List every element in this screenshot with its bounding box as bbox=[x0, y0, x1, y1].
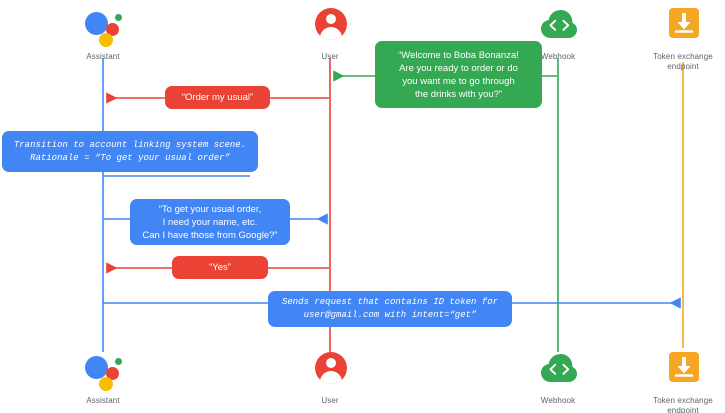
message-text-need-name-prompt: “To get your usual order,I need your nam… bbox=[142, 203, 278, 241]
message-text-token-request: Sends request that contains ID token for… bbox=[281, 297, 499, 320]
assistant-dot-yellow bbox=[99, 377, 113, 391]
message-text-order-my-usual: “Order my usual” bbox=[181, 92, 254, 103]
actor-label-webhook: Webhook bbox=[540, 396, 576, 405]
actor-label-token-endpoint: Token exchange endpoint bbox=[623, 52, 725, 72]
actor-label-user: User bbox=[321, 396, 339, 405]
message-text-welcome: “Welcome to Boba Bonanza!Are you ready t… bbox=[398, 49, 519, 100]
actor-label-assistant: Assistant bbox=[86, 52, 120, 61]
assistant-dot-red bbox=[106, 367, 119, 380]
actor-user-top[interactable]: User bbox=[270, 6, 390, 62]
assistant-dot-green bbox=[115, 358, 122, 365]
user-avatar-icon bbox=[308, 350, 352, 394]
actor-assistant-bottom[interactable]: Assistant bbox=[43, 350, 163, 406]
token-endpoint-label-line2: endpoint bbox=[667, 62, 699, 71]
token-endpoint-label-line1: Token exchange bbox=[653, 52, 713, 61]
download-box-icon bbox=[661, 350, 705, 394]
message-bubble-welcome[interactable]: “Welcome to Boba Bonanza!Are you ready t… bbox=[375, 41, 542, 108]
assistant-dot-green bbox=[115, 14, 122, 21]
actor-label-user: User bbox=[321, 52, 339, 61]
message-bubble-transition-note[interactable]: Transition to account linking system sce… bbox=[2, 131, 258, 172]
message-text-transition-note: Transition to account linking system sce… bbox=[13, 139, 247, 163]
actor-assistant-top[interactable]: Assistant bbox=[43, 6, 163, 62]
cloud-code-icon bbox=[536, 6, 580, 50]
google-assistant-icon bbox=[81, 350, 125, 394]
actor-webhook-bottom[interactable]: Webhook bbox=[498, 350, 618, 406]
actor-webhook-top[interactable]: Webhook bbox=[498, 6, 618, 62]
token-box-shape bbox=[669, 352, 699, 382]
assistant-dot-blue bbox=[85, 12, 108, 35]
user-body-shape bbox=[320, 27, 342, 40]
actor-token-endpoint-top[interactable]: Token exchange endpoint bbox=[623, 6, 725, 72]
actor-label-token-endpoint: Token exchange endpoint bbox=[623, 396, 725, 413]
message-bubble-need-name-prompt[interactable]: “To get your usual order,I need your nam… bbox=[130, 199, 290, 245]
google-assistant-icon bbox=[81, 6, 125, 50]
user-head-shape bbox=[326, 358, 336, 368]
assistant-dot-yellow bbox=[99, 33, 113, 47]
assistant-dot-blue bbox=[85, 356, 108, 379]
message-bubble-order-my-usual[interactable]: “Order my usual” bbox=[165, 86, 270, 109]
user-head-shape bbox=[326, 14, 336, 24]
assistant-dot-red bbox=[106, 23, 119, 36]
actor-label-assistant: Assistant bbox=[86, 396, 120, 405]
user-body-shape bbox=[320, 371, 342, 384]
actor-user-bottom[interactable]: User bbox=[270, 350, 390, 406]
download-box-icon bbox=[661, 6, 705, 50]
user-avatar-icon bbox=[308, 6, 352, 50]
token-box-shape bbox=[669, 8, 699, 38]
message-bubble-yes-reply[interactable]: “Yes” bbox=[172, 256, 268, 279]
cloud-shape bbox=[540, 351, 578, 390]
user-avatar-circle bbox=[315, 352, 347, 384]
actor-label-webhook: Webhook bbox=[540, 52, 576, 61]
message-text-yes-reply: “Yes” bbox=[209, 262, 231, 273]
token-endpoint-label-line2: endpoint bbox=[667, 406, 699, 413]
cloud-code-icon bbox=[536, 350, 580, 394]
user-avatar-circle bbox=[315, 8, 347, 40]
cloud-shape bbox=[540, 7, 578, 46]
message-bubble-token-request[interactable]: Sends request that contains ID token for… bbox=[268, 291, 512, 327]
actor-token-endpoint-bottom[interactable]: Token exchange endpoint bbox=[623, 350, 725, 413]
token-endpoint-label-line1: Token exchange bbox=[653, 396, 713, 405]
